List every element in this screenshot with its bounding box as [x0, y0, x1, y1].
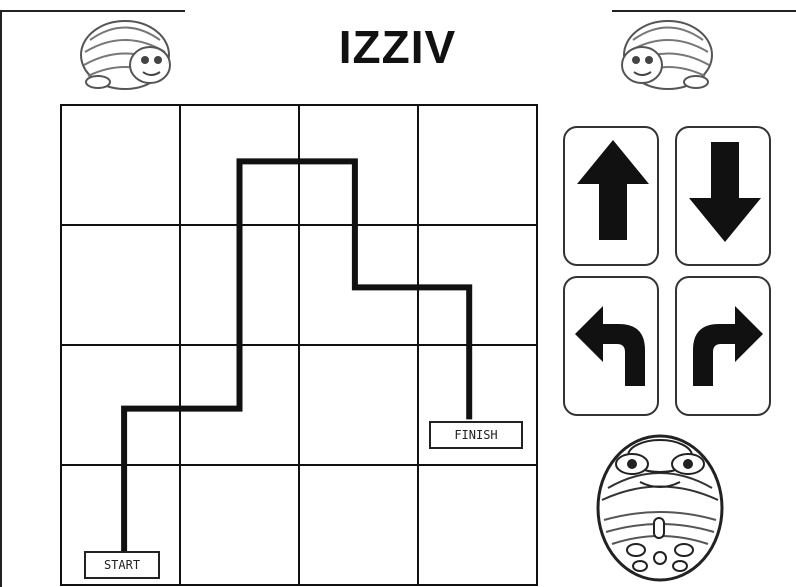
- bee-bot-icon-left: [70, 10, 185, 95]
- finish-label: FINISH: [429, 421, 523, 449]
- route-path: [121, 158, 473, 559]
- turn-right-button[interactable]: [675, 276, 771, 416]
- backward-arrow-icon: [689, 142, 761, 242]
- frame-top-left-line: [0, 10, 185, 12]
- frame-top-right-line: [612, 10, 796, 12]
- forward-button[interactable]: [563, 126, 659, 266]
- forward-arrow-icon: [577, 140, 649, 240]
- start-label: START: [84, 551, 160, 579]
- game-board: [60, 104, 538, 586]
- bee-bot-icon-right: [610, 10, 725, 95]
- frame-left-line: [0, 10, 2, 587]
- backward-button[interactable]: [675, 126, 771, 266]
- turn-right-arrow-icon: [693, 306, 763, 386]
- turn-left-button[interactable]: [563, 276, 659, 416]
- page-title: IZZIV: [338, 21, 457, 73]
- bee-bot-large-icon: [590, 428, 730, 583]
- turn-left-arrow-icon: [575, 306, 645, 386]
